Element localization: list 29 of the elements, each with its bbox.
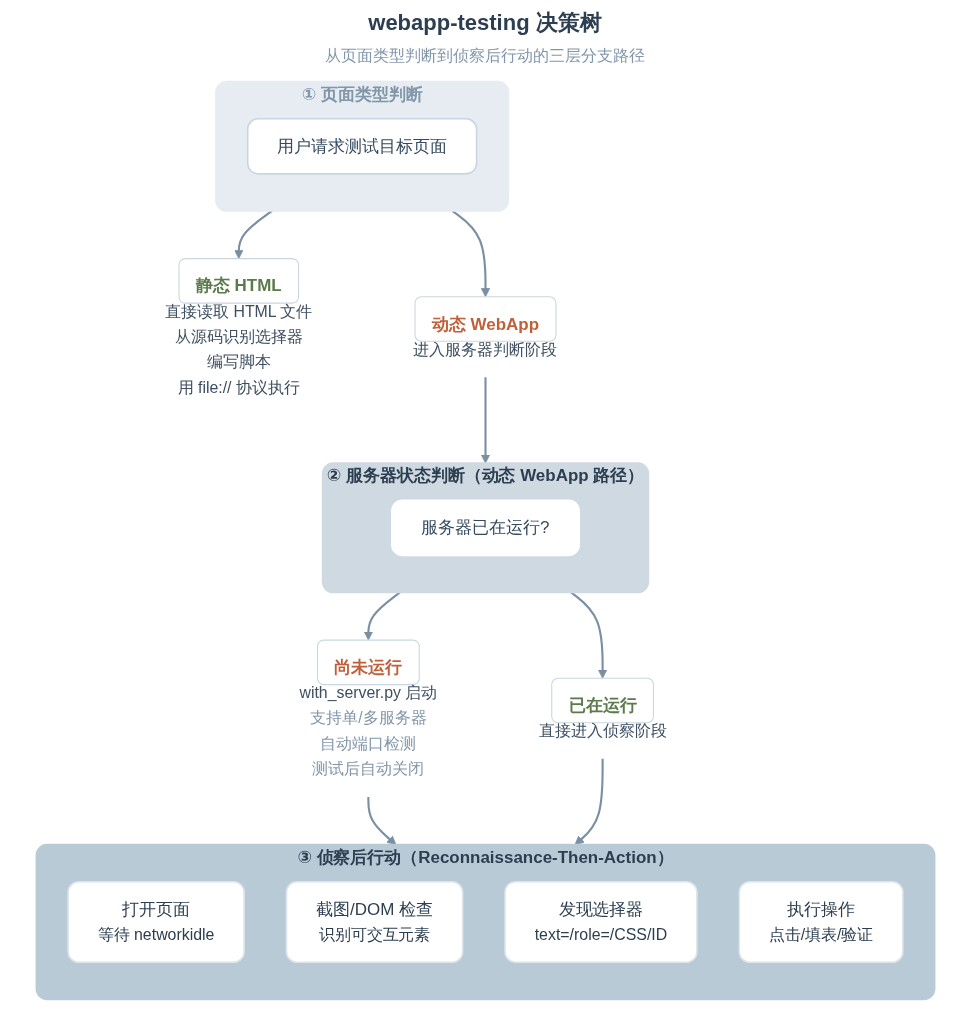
description-text: 直接进入侦察阶段 <box>538 722 667 740</box>
description-text: with_server.py 启动 <box>298 684 437 702</box>
arrow <box>569 591 607 679</box>
description-text: 自动端口检测 <box>319 734 416 752</box>
description-text: 直接读取 HTML 文件 <box>164 302 312 320</box>
node-box: 执行操作 点击/填表/验证 <box>738 880 904 964</box>
node-box: 截图/DOM 检查 识别可交互元素 <box>285 880 463 964</box>
description-text: 测试后自动关闭 <box>311 760 424 778</box>
arrow <box>366 796 396 846</box>
node-box: 用户请求测试目标页面 <box>246 117 477 175</box>
arrow <box>363 591 401 641</box>
arrow <box>480 377 490 464</box>
node-box: 尚未运行 <box>316 639 420 686</box>
title: webapp-testing 决策树 <box>368 9 602 37</box>
node-box: 打开页面 等待 networkidle <box>66 880 245 964</box>
node-box: 已在运行 <box>550 677 654 724</box>
description-text: 进入服务器判断阶段 <box>413 340 557 358</box>
arrow <box>233 210 273 260</box>
description-text: 支持单/多服务器 <box>309 709 427 727</box>
caption: 从页面类型判断到侦察后行动的三层分支路径 <box>325 46 645 66</box>
description-text: 用 file:// 协议执行 <box>177 378 300 396</box>
arrow <box>451 210 490 298</box>
node-box: 服务器已在运行? <box>390 499 580 557</box>
node-box: 发现选择器 text=/role=/CSS/ID <box>503 880 698 964</box>
description-text: 编写脚本 <box>206 353 271 371</box>
arrow <box>574 758 604 846</box>
node-box: 动态 WebApp <box>414 296 556 342</box>
node-box: 静态 HTML <box>177 258 299 304</box>
description-text: 从源码识别选择器 <box>174 328 303 345</box>
